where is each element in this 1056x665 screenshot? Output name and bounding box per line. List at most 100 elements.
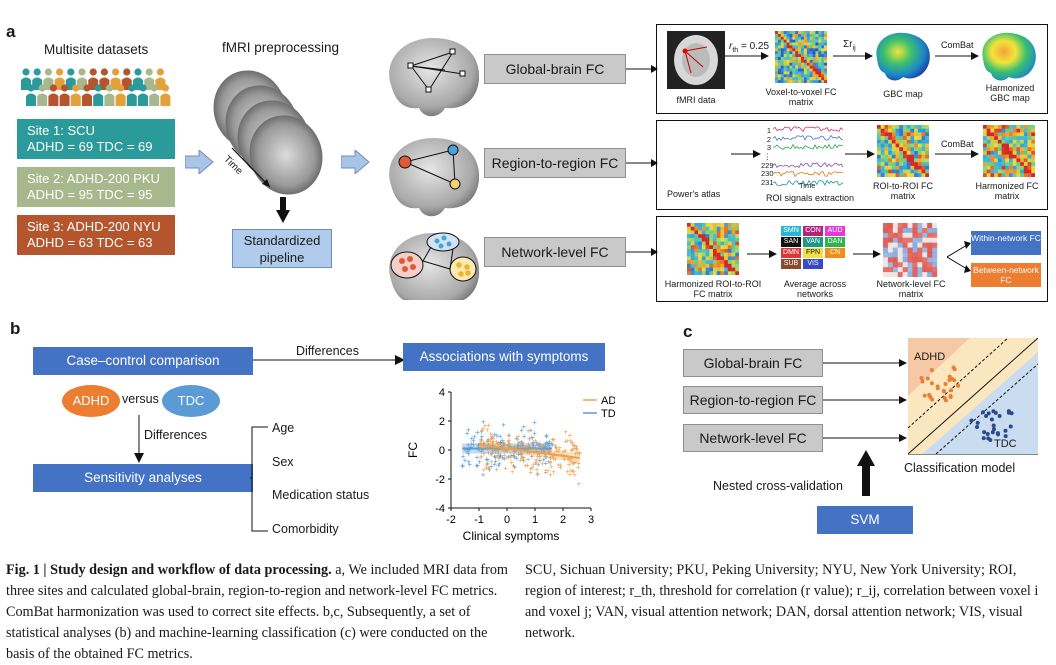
adhd-point: + [567, 455, 572, 464]
matrix-cell [925, 151, 929, 155]
matrix-cell [1001, 147, 1006, 152]
tdc-point: + [466, 457, 471, 466]
matrix-cell [925, 139, 929, 144]
tdc-dot [1006, 410, 1011, 415]
matrix-cell [892, 247, 898, 253]
matrix-cell [795, 62, 799, 66]
adhd-point: + [496, 454, 501, 463]
matrix-cell [877, 165, 881, 170]
tdc-point: + [541, 447, 546, 456]
matrix-cell [690, 249, 695, 253]
matrix-cell [818, 80, 822, 83]
adhd-point: + [571, 441, 576, 450]
matrix-cell [902, 262, 908, 268]
matrix-cell [1031, 165, 1035, 170]
tdc-point: + [486, 437, 491, 446]
adhd-point: + [563, 428, 568, 437]
matrix-cell [994, 125, 999, 129]
matrix-cell [927, 223, 933, 229]
matrix-cell [809, 42, 813, 46]
person-head [49, 84, 57, 92]
matrix-cell [812, 54, 816, 58]
tdc-point: + [475, 461, 480, 470]
matrix-cell [690, 237, 695, 242]
person-body [149, 93, 160, 106]
matrix-cell [709, 245, 714, 250]
tdc-point: + [534, 439, 539, 448]
matrix-cell [815, 36, 819, 40]
matrix-cell [709, 241, 714, 246]
adhd-point: + [549, 462, 554, 471]
matrix-cell [690, 223, 695, 227]
matrix-cell [724, 223, 729, 227]
matrix-cell [713, 241, 717, 246]
matrix-cell [731, 260, 736, 265]
r-threshold: rth = 0.25 [729, 41, 769, 54]
matrix-cell [897, 257, 903, 263]
site-1-box: Site 1: SCU ADHD = 69 TDC = 69 [17, 119, 175, 159]
matrix-cell [792, 68, 796, 72]
matrix-cell [891, 143, 896, 148]
tdc-point: + [538, 456, 543, 465]
matrix-cell [917, 267, 923, 273]
matrix-cell [990, 158, 995, 163]
tdc-point: + [527, 448, 532, 457]
matrix-cell [1023, 128, 1028, 133]
matrix-cell [806, 31, 810, 35]
matrix-cell [795, 57, 799, 61]
matrix-cell [899, 165, 904, 170]
adhd-point: + [577, 479, 582, 488]
matrix-cell [1020, 173, 1025, 177]
matrix-cell [806, 54, 810, 58]
matrix-cell [906, 139, 911, 144]
adhd-point: + [512, 462, 517, 471]
matrix-cell [731, 226, 736, 231]
matrix-cell [786, 57, 790, 61]
arrow-right-icon [725, 52, 769, 60]
matrix-cell [777, 71, 781, 75]
matrix-cell [701, 241, 706, 246]
matrix-cell [983, 154, 987, 159]
matrix-cell [921, 125, 926, 129]
matrix-cell [903, 125, 907, 129]
gbc-map-image [876, 32, 930, 81]
matrix-cell [694, 226, 699, 231]
matrix-cell [925, 125, 929, 129]
adhd-point: + [577, 459, 582, 468]
matrix-cell [895, 139, 900, 144]
arrow-right-icon [747, 250, 777, 258]
matrix-cell [806, 71, 810, 75]
matrix-cell [821, 77, 825, 81]
matrix-cell [997, 136, 1002, 141]
matrix-cell [821, 71, 825, 75]
adhd-point: + [536, 441, 541, 450]
matrix-cell [891, 154, 896, 159]
matrix-cell [907, 267, 913, 273]
matrix-cell [888, 154, 893, 159]
matrix-cell [809, 62, 813, 66]
matrix-cell [694, 271, 699, 275]
matrix-cell [883, 242, 889, 248]
matrix-cell [1020, 128, 1025, 133]
matrix-cell [803, 62, 807, 66]
matrix-cell [932, 267, 938, 273]
matrix-cell [903, 158, 907, 163]
matrix-cell [895, 162, 900, 167]
matrix-cell [786, 54, 790, 58]
matrix-cell [798, 71, 802, 75]
tdc-point: + [498, 438, 503, 447]
adhd-point: + [526, 455, 531, 464]
matrix-cell [806, 48, 810, 52]
matrix-cell [1023, 136, 1028, 141]
matrix-cell [877, 151, 881, 155]
covariate-age: Age [272, 421, 295, 435]
adhd-point: + [528, 468, 533, 477]
matrix-cell [809, 71, 813, 75]
matrix-cell [812, 51, 816, 55]
matrix-cell [899, 128, 904, 133]
matrix-cell [880, 125, 885, 129]
network-chip-san: SAN [781, 237, 801, 247]
adhd-dot [942, 389, 947, 394]
adhd-point: + [543, 466, 548, 475]
adhd-point: + [546, 457, 551, 466]
